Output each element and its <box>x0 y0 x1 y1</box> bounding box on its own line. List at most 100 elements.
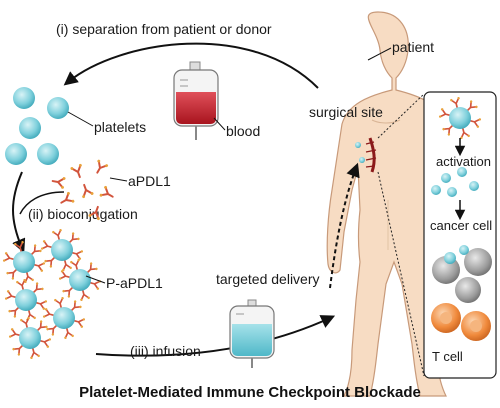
platelet <box>444 252 456 264</box>
antibody-group <box>51 159 114 221</box>
cancer-cell <box>455 277 481 303</box>
cancer-cell-label: cancer cell <box>430 218 492 233</box>
antibody-icon <box>99 185 114 198</box>
antibody-icon <box>73 318 86 328</box>
antibody-icon <box>14 240 24 253</box>
antibody-icon <box>12 344 24 356</box>
activation-label: activation <box>436 154 491 169</box>
conjugated-platelet <box>438 96 482 140</box>
t-cell-nucleus <box>440 312 452 324</box>
p-apdl1-cluster <box>2 228 102 360</box>
antibody-icon <box>35 300 48 310</box>
antibody-icon <box>8 328 21 338</box>
platelet <box>37 143 59 165</box>
antibody-icon <box>30 347 40 360</box>
platelet <box>457 167 467 177</box>
antibody-icon <box>16 278 26 291</box>
antibody-icon <box>80 289 90 302</box>
antibody-icon <box>70 300 82 312</box>
platelet <box>19 117 41 139</box>
antibody-icon <box>450 96 460 109</box>
antibody-icon <box>62 259 72 272</box>
platelet <box>447 187 457 197</box>
antibody-icon <box>460 127 470 140</box>
conjugated-platelet <box>58 258 102 302</box>
antibody-icon <box>46 324 58 336</box>
antibody-icon <box>4 290 17 300</box>
antibody-icon <box>70 163 82 179</box>
conjugated-platelet <box>4 278 48 322</box>
infusion-bag-icon <box>229 299 275 368</box>
arrow-merge-antibody <box>19 191 65 215</box>
platelet <box>469 181 479 191</box>
antibody-icon <box>86 262 98 274</box>
arrow-targeted-delivery <box>329 162 360 289</box>
zoom-line-bottom <box>377 171 425 377</box>
patient-label: patient <box>392 39 434 55</box>
conjugated-platelet <box>8 316 52 360</box>
platelet <box>47 97 69 119</box>
platelets-label: platelets <box>94 119 146 135</box>
antibody-icon <box>2 252 15 262</box>
antibody-icon <box>71 250 84 260</box>
antibody-icon <box>40 240 53 250</box>
antibody-icon <box>96 159 109 174</box>
surgical-site-wound <box>355 137 377 173</box>
arrow-infusion <box>95 315 336 357</box>
antibody-icon <box>51 177 66 189</box>
conjugated-platelet <box>42 296 86 340</box>
antibody-icon <box>88 205 100 221</box>
targeted-delivery-label: targeted delivery <box>216 271 320 287</box>
platelet <box>431 185 441 195</box>
antibody-icon <box>60 191 75 204</box>
platelets-cluster <box>5 87 69 165</box>
apdl1-leader-line <box>109 177 128 182</box>
antibody-icon <box>6 268 18 280</box>
platelets-leader-line <box>67 111 94 127</box>
diagram-caption: Platelet-Mediated Immune Checkpoint Bloc… <box>79 384 421 401</box>
blood-label: blood <box>226 123 260 139</box>
antibody-icon <box>68 232 80 244</box>
antibody-icon <box>54 296 64 309</box>
platelet <box>441 173 451 183</box>
activated-platelets <box>431 167 479 197</box>
antibody-icon <box>36 320 48 332</box>
conjugated-platelet <box>40 228 84 272</box>
antibody-icon <box>466 100 478 112</box>
surgical-site-label: surgical site <box>309 104 383 120</box>
antibody-icon <box>82 183 94 199</box>
t-cell-nucleus <box>470 320 482 332</box>
patient-leader-line <box>367 47 392 61</box>
antibody-icon <box>44 256 56 268</box>
antibody-icon <box>42 308 55 318</box>
antibody-icon <box>438 108 451 118</box>
t-cells-group <box>431 303 491 341</box>
antibody-icon <box>52 228 62 241</box>
arrow-bioconjugation <box>12 171 26 254</box>
antibody-icon <box>30 244 42 256</box>
platelet <box>5 143 27 165</box>
p-apdl1-label: P-aPDL1 <box>106 275 163 291</box>
antibody-icon <box>20 316 30 329</box>
step2-label: (ii) bioconjugation <box>28 206 138 222</box>
antibody-icon <box>32 282 44 294</box>
apdl1-label: aPDL1 <box>128 173 171 189</box>
conjugated-platelet <box>2 240 46 284</box>
arrow-separation <box>63 42 319 89</box>
antibody-icon <box>33 262 46 272</box>
antibody-icon <box>70 258 80 271</box>
platelet <box>459 245 469 255</box>
cancer-cell <box>464 248 492 276</box>
t-cell-label: T cell <box>432 349 463 364</box>
antibody-icon <box>64 327 74 340</box>
antibody-icon <box>442 124 454 136</box>
platelet <box>13 87 35 109</box>
antibody-icon <box>58 270 71 280</box>
blood-bag-icon <box>173 61 219 140</box>
inset-platelet <box>438 96 482 140</box>
antibody-icon <box>469 118 482 128</box>
cancer-cells-group <box>432 245 492 303</box>
antibody-icon <box>39 338 52 348</box>
